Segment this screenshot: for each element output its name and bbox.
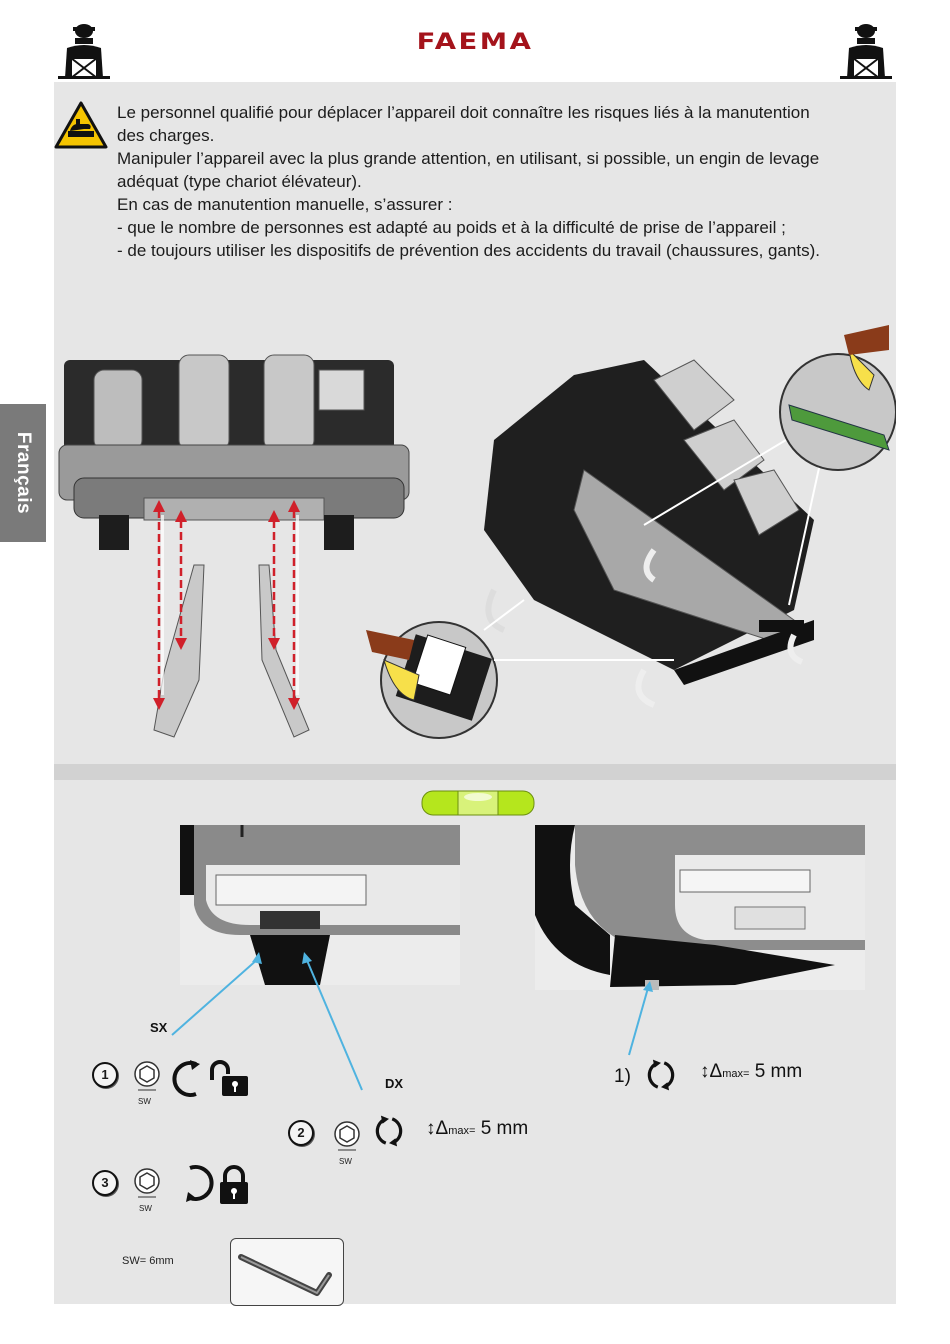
delta-sub: max= [722,1068,750,1080]
vertical-arrow-icon: ↕ [426,1118,436,1139]
worker-handling-icon [836,19,896,79]
hex-bolt-icon [134,1168,160,1198]
warning-line: Manipuler l’appareil avec la plus grande… [117,149,820,168]
sw-label: SW [339,1157,352,1166]
spirit-level-icon [421,790,535,816]
hex-bolt-icon [334,1121,360,1151]
handling-illustration [58,325,896,739]
vertical-arrow-icon: ↕ [700,1061,710,1082]
step-2-badge: 2 [288,1120,314,1146]
allen-key-icon [238,1254,332,1296]
warning-line: - de toujours utiliser les dispositifs d… [117,241,821,260]
machine-tilted-view [484,359,814,708]
sw-size-label: SW= 6mm [122,1255,174,1267]
warning-line: En cas de manutention manuelle, s’assure… [117,195,453,214]
sw-label: SW [139,1204,152,1213]
zoom-callout-top [643,325,896,606]
rotate-both-directions-icon [375,1115,403,1147]
brand-logo: FAEMA [416,30,534,55]
unlocked-padlock-icon [210,1060,248,1096]
pointer-arrows [171,952,653,1091]
worker-handling-icon [54,19,114,79]
dx-label: DX [385,1076,404,1091]
adjustment-limit-right: ↕Δmax= 5 mm [700,1061,802,1083]
zoom-callout-bottom [366,599,674,739]
allen-key-box [230,1238,344,1306]
rotate-counterclockwise-icon [172,1060,200,1097]
sx-label: SX [150,1020,168,1035]
foot-photo-left [180,825,460,985]
warning-line: des charges. [117,126,215,145]
language-label: Français [13,431,34,515]
delta-value: 5 mm [480,1118,529,1139]
machine-front-view [58,354,410,550]
rotate-clockwise-icon [186,1165,214,1202]
panel-divider [54,764,896,780]
hand-crush-warning-icon [54,101,108,149]
warning-text: Le personnel qualifié pour déplacer l’ap… [117,101,902,262]
delta-symbol: Δ [435,1118,449,1139]
foot-photo-right [535,825,865,990]
warning-line: Le personnel qualifié pour déplacer l’ap… [117,103,810,122]
delta-value: 5 mm [754,1061,803,1082]
right-step-label: 1) [614,1066,631,1087]
step-3-badge: 3 [92,1170,118,1196]
locked-padlock-icon [220,1165,248,1204]
delta-symbol: Δ [709,1061,723,1082]
sw-label: SW [138,1097,151,1106]
warning-line: - que le nombre de personnes est adapté … [117,218,786,237]
adjustment-limit: ↕Δmax= 5 mm [426,1118,528,1140]
delta-sub: max= [448,1125,476,1137]
warning-line: adéquat (type chariot élévateur). [117,172,362,191]
language-tab[interactable]: Français [0,404,46,542]
rotate-both-directions-icon [647,1059,675,1091]
hex-bolt-icon [134,1061,160,1091]
step-1-badge: 1 [92,1062,118,1088]
